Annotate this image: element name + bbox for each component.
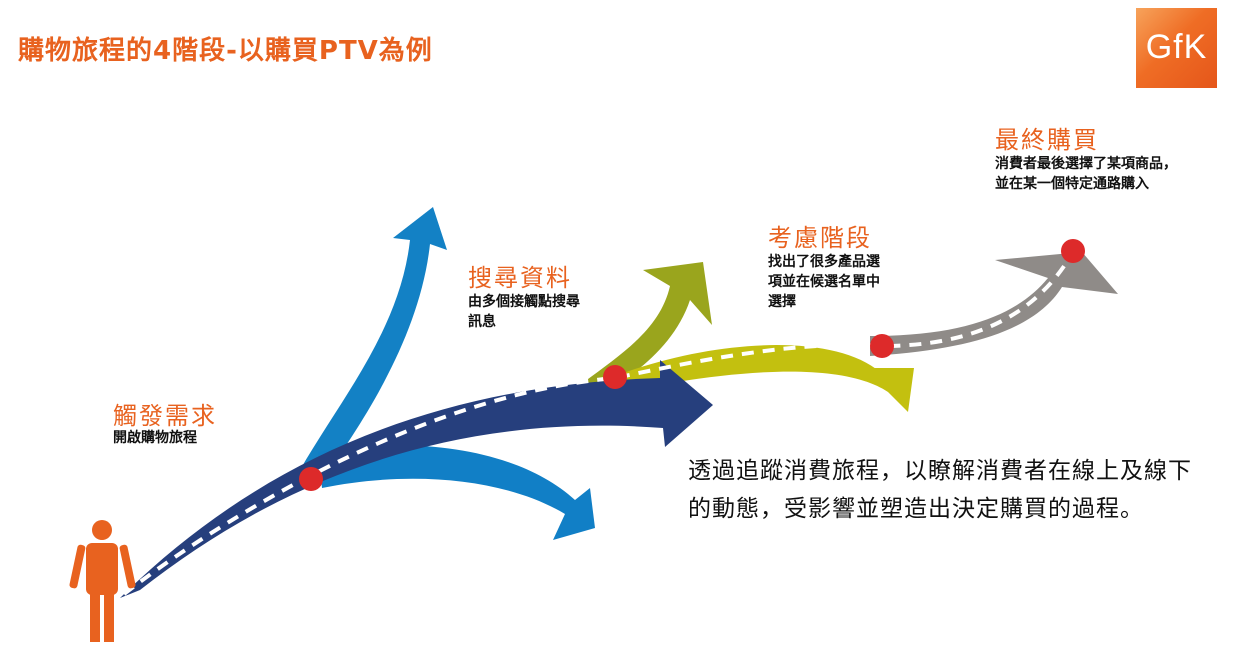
search-upward-arrow	[300, 207, 447, 480]
location-marker-icon	[603, 365, 627, 389]
gfk-logo: GfK	[1136, 8, 1217, 88]
page-title: 購物旅程的4階段-以購買PTV為例	[18, 36, 433, 66]
location-marker-icon	[1061, 239, 1085, 263]
desc-line: 選擇	[768, 294, 796, 310]
main-journey-arrow	[120, 360, 713, 598]
stage-title-consider: 考慮階段	[768, 224, 872, 252]
location-marker-icon	[299, 467, 323, 491]
final-purchase-arrow	[870, 252, 1118, 356]
desc-line: 由多個接觸點搜尋	[468, 294, 580, 310]
stage-desc-search: 由多個接觸點搜尋 訊息	[468, 292, 580, 332]
location-marker-icon	[870, 334, 894, 358]
stage-desc-consider: 找出了很多產品選 項並在候選名單中 選擇	[768, 252, 880, 312]
desc-line: 開啟購物旅程	[113, 430, 197, 446]
desc-line: 並在某一個特定通路購入	[995, 176, 1149, 192]
summary-text: 透過追蹤消費旅程，以瞭解消費者在線上及線下的動態，受影響並塑造出決定購買的過程。	[688, 458, 1192, 522]
desc-line: 訊息	[468, 314, 496, 330]
desc-line: 消費者最後選擇了某項商品，	[995, 156, 1177, 172]
person-icon	[69, 520, 136, 642]
stage-title-trigger: 觸發需求	[113, 402, 217, 430]
stage-title-purchase: 最終購買	[995, 126, 1099, 154]
stage-desc-trigger: 開啟購物旅程	[113, 428, 197, 448]
search-downward-arrow	[318, 445, 595, 540]
logo-text: GfK	[1145, 28, 1208, 66]
stage-desc-purchase: 消費者最後選擇了某項商品， 並在某一個特定通路購入	[995, 154, 1177, 194]
journey-road-line	[122, 251, 1075, 596]
stage-title-search: 搜尋資料	[468, 264, 572, 292]
consideration-upward-arrow	[580, 262, 712, 395]
desc-line: 找出了很多產品選	[768, 254, 880, 270]
consideration-arrow	[600, 345, 914, 412]
desc-line: 項並在候選名單中	[768, 274, 880, 290]
